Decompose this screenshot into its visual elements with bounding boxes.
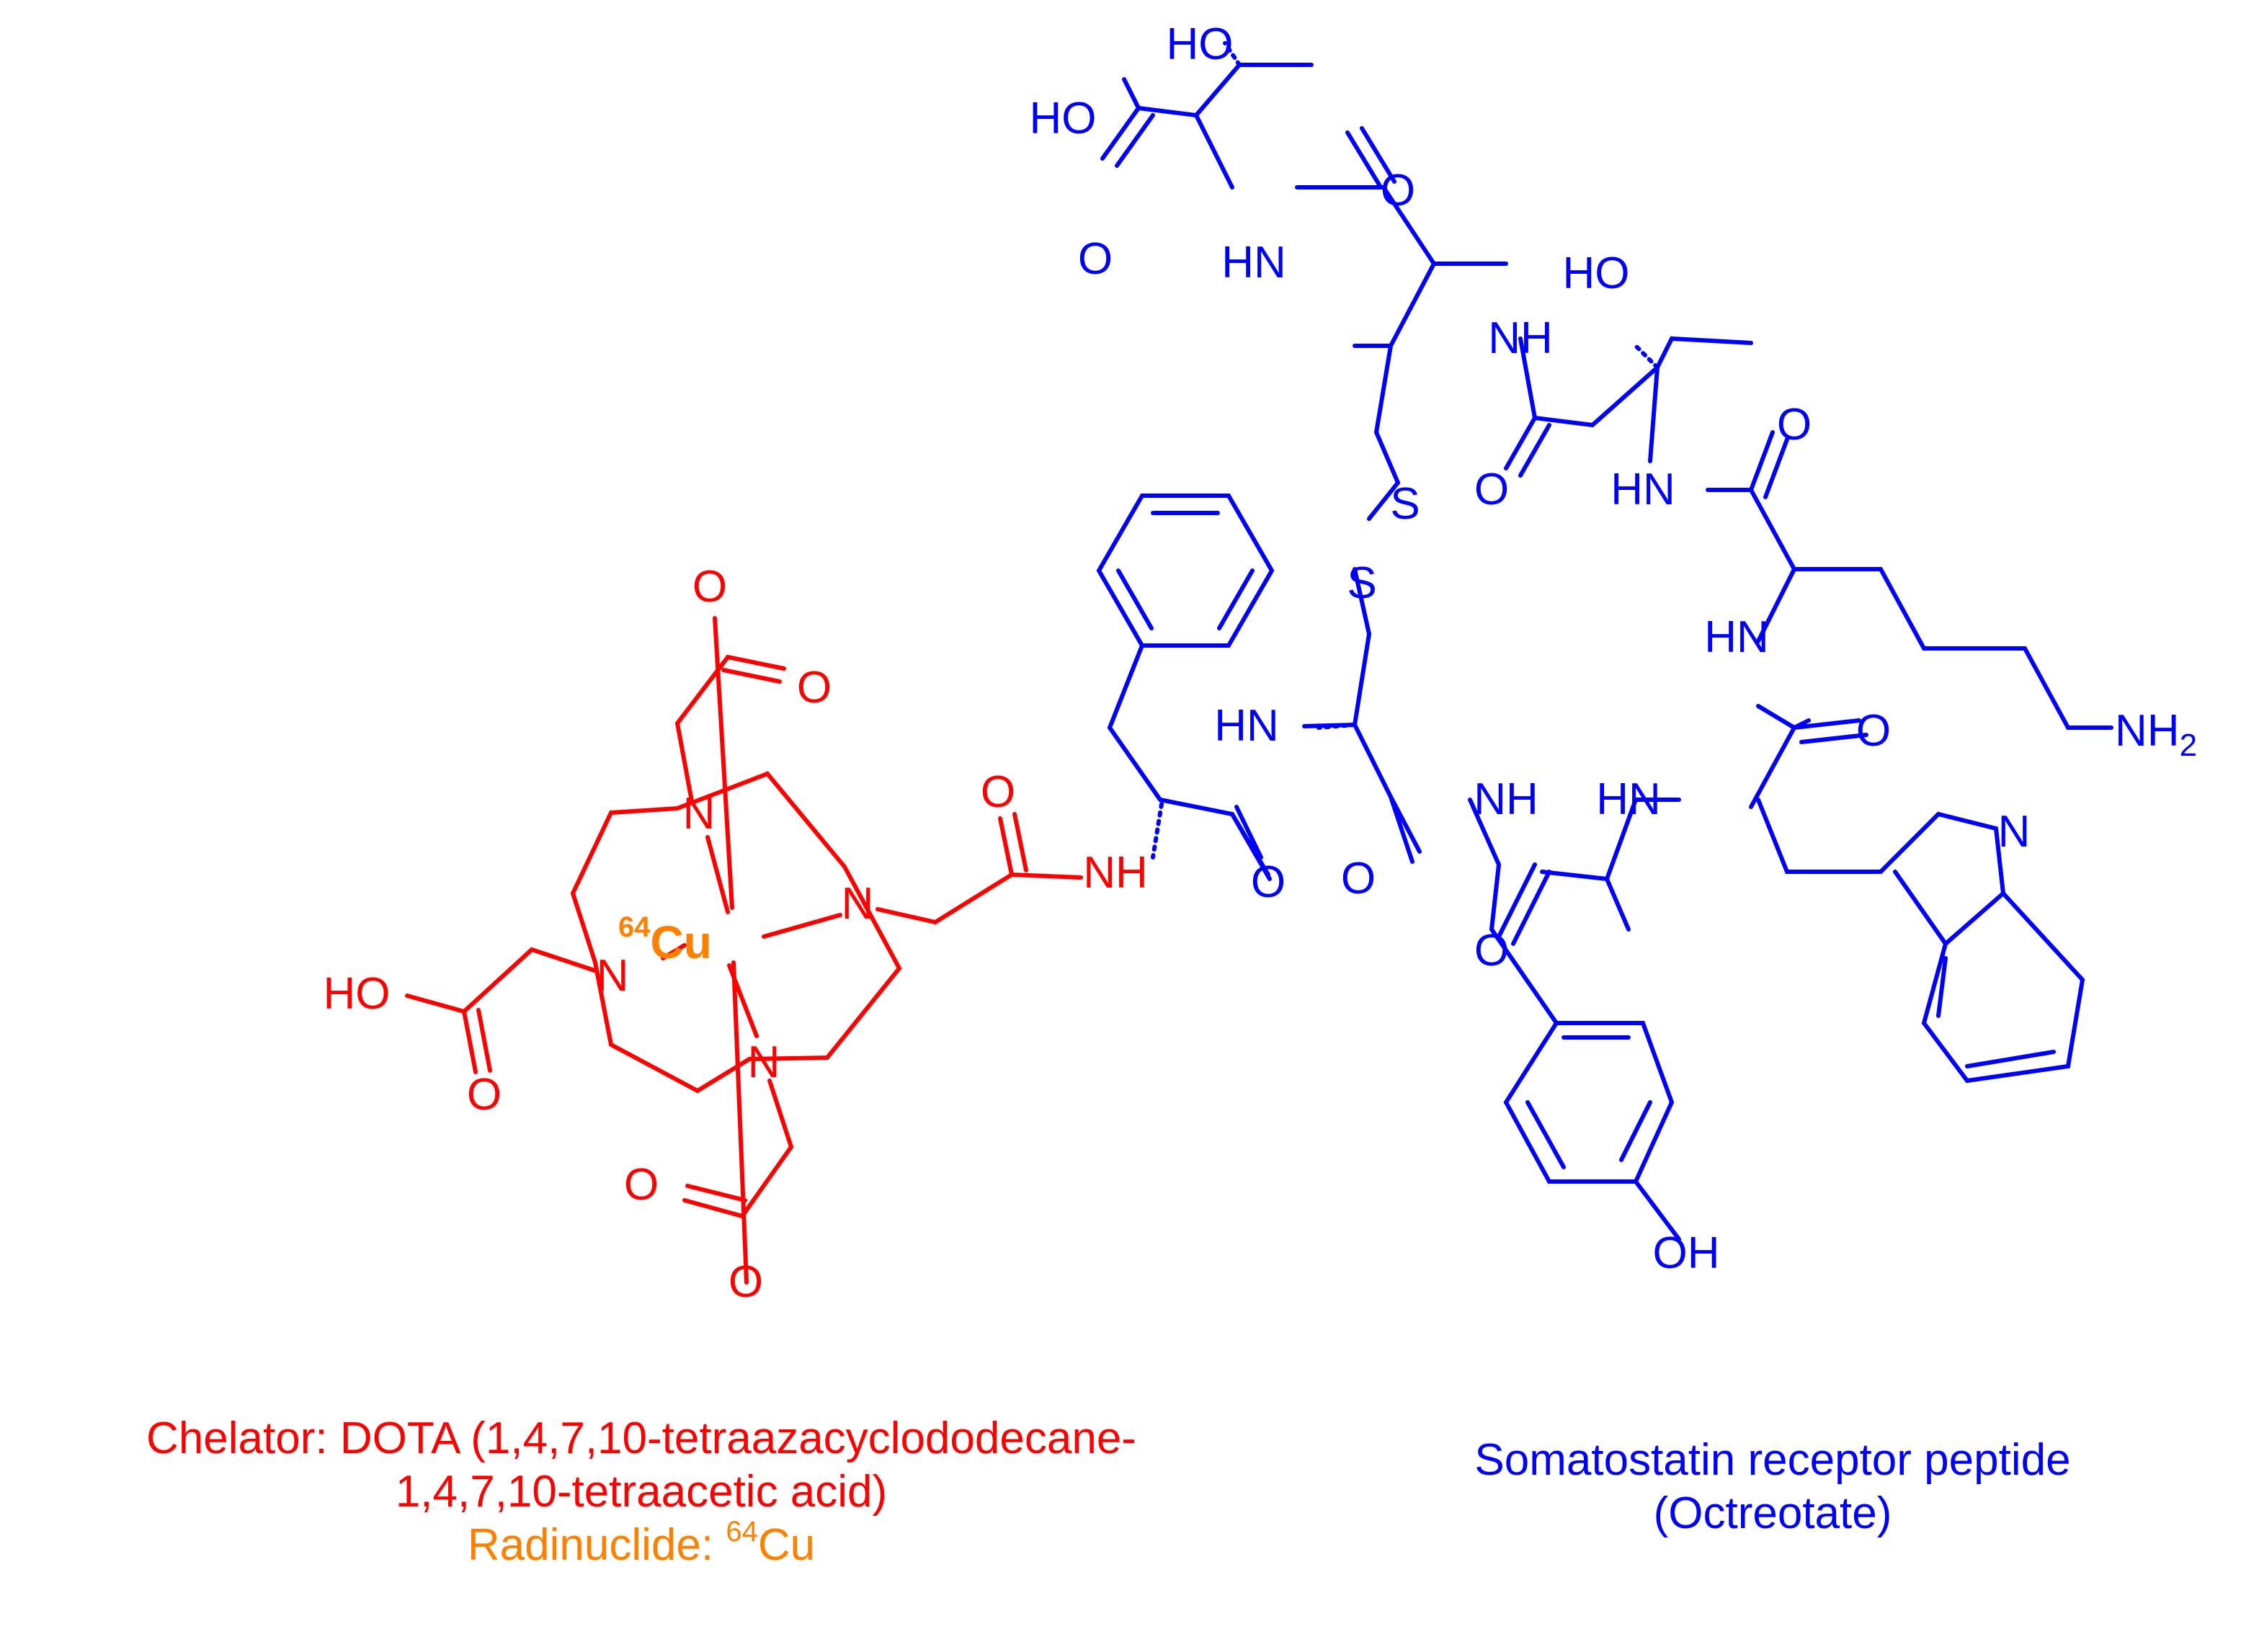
atom-label-s: S xyxy=(1390,479,1420,529)
carboxylate-arm-top xyxy=(674,654,786,803)
atom-label-n: N xyxy=(842,879,874,929)
dota-chelator xyxy=(405,616,1083,1285)
atom-label-o: O xyxy=(981,767,1015,817)
chelator-caption-line2: 1,4,7,10-tetraacetic acid) xyxy=(395,1467,888,1517)
atom-label-o: O xyxy=(467,1070,502,1120)
peptide-caption-line2: (Octreotate) xyxy=(1653,1488,1892,1538)
atom-label-o: O xyxy=(1341,854,1376,903)
atom-label-hn: HN xyxy=(1596,774,1661,824)
atom-label-o: O xyxy=(624,1160,659,1210)
phenyl-ring xyxy=(1096,494,1275,648)
atom-label-hn: HN xyxy=(1704,612,1769,662)
chelator-caption: Chelator: DOTA (1,4,7,10-tetraazacyclodo… xyxy=(0,1412,1283,1572)
atom-label-nh: NH xyxy=(1083,848,1148,898)
atom-label-n: N xyxy=(1998,807,2031,857)
atom-label-nh2: NH2 xyxy=(2115,706,2197,763)
atom-label-n: N xyxy=(597,951,629,1001)
atom-label-nh: NH xyxy=(1474,774,1538,824)
atom-label-o: O xyxy=(1474,465,1509,514)
carboxylate-arm-bottom xyxy=(682,1079,794,1219)
atom-label-o: O xyxy=(1251,857,1286,907)
tyrosine-ring xyxy=(1503,1021,1675,1184)
atom-label-ho: HO xyxy=(1030,94,1097,143)
atom-label-o: O xyxy=(729,1257,763,1307)
atom-label-n: N xyxy=(683,789,716,839)
peptide-caption-line1: Somatostatin receptor peptide xyxy=(1474,1435,2071,1485)
radionuclide-caption: Radinuclide: 64Cu xyxy=(467,1516,816,1570)
atom-label-o: O xyxy=(1777,400,1812,450)
atom-label-s: S xyxy=(1347,558,1376,608)
disulfide-bond xyxy=(1367,481,1400,521)
carboxylate-coordination xyxy=(713,616,749,1285)
atom-label-o: O xyxy=(1856,706,1891,756)
atom-label-o: O xyxy=(1078,234,1113,284)
atom-label-ho: HO xyxy=(324,969,391,1019)
octreotate-peptide xyxy=(1096,41,2113,1241)
copper-64-label: 64Cu xyxy=(618,911,712,968)
atom-label-ho: HO xyxy=(1167,19,1234,69)
atom-label-n: N xyxy=(748,1037,780,1087)
atom-label-o: O xyxy=(1474,926,1509,975)
atom-label-o: O xyxy=(1381,166,1415,215)
macrocycle-ring xyxy=(570,771,902,1094)
atom-label-nh: NH xyxy=(1488,313,1553,363)
atom-label-hn: HN xyxy=(1610,465,1675,514)
chelator-caption-line1: Chelator: DOTA (1,4,7,10-tetraazacyclodo… xyxy=(146,1414,1136,1463)
coordination-bonds xyxy=(661,835,842,1038)
atom-label-hn: HN xyxy=(1221,238,1286,287)
peptide-caption: Somatostatin receptor peptide (Octreotat… xyxy=(1355,1434,2191,1540)
atom-label-oh: OH xyxy=(1653,1228,1720,1278)
atom-label-o: O xyxy=(797,663,832,713)
atom-label-o: O xyxy=(692,562,727,612)
atom-label-hn: HN xyxy=(1214,701,1279,751)
amide-arm-right xyxy=(876,872,1083,925)
atom-label-ho: HO xyxy=(1563,249,1630,298)
carboxylate-arm-left xyxy=(405,947,599,1014)
